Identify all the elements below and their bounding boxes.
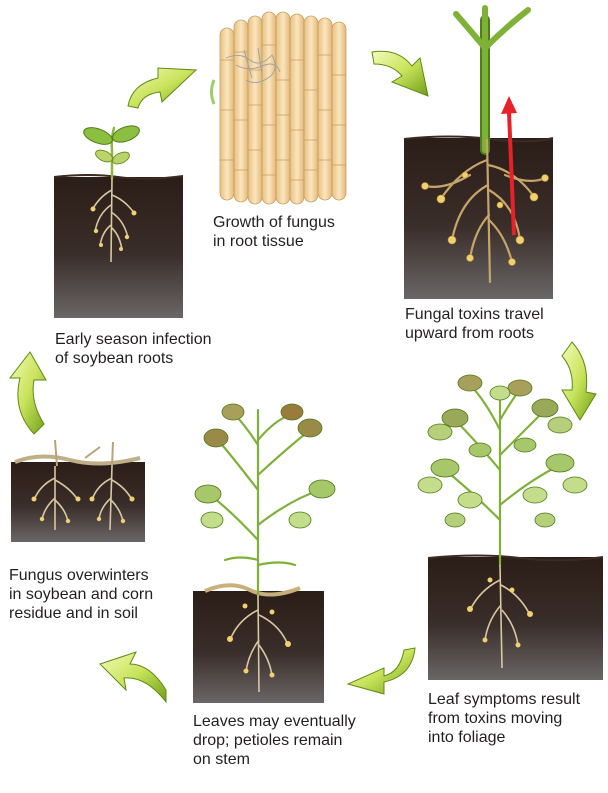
- cycle-arrow-icon: [561, 341, 597, 421]
- stem: [453, 5, 531, 155]
- cycle-arrow-icon: [371, 50, 429, 97]
- stage-leaves-drop-illustration: [193, 403, 336, 703]
- cycle-arrow-icon: [346, 647, 416, 695]
- caption-leaf-symptoms: Leaf symptoms result from toxins moving …: [428, 691, 581, 746]
- caption-fungus-growth: Growth of fungus in root tissue: [213, 214, 335, 250]
- root-cells: [219, 11, 347, 205]
- soil-block: [54, 177, 183, 318]
- fungal-hyphae: [225, 47, 281, 83]
- root-nodules: [227, 603, 291, 678]
- stage-overwinter-illustration: [11, 439, 145, 542]
- seedling: [83, 125, 140, 180]
- root-nodules: [31, 496, 135, 524]
- soil-block: [11, 462, 145, 542]
- cycle-arrow-icon: [99, 651, 167, 704]
- soil-block: [404, 138, 553, 299]
- crop-residue: [14, 454, 141, 466]
- caption-toxins-travel: Fungal toxins travel upward from roots: [405, 306, 544, 342]
- leaves: [194, 403, 336, 529]
- cycle-arrow-icon: [127, 67, 198, 109]
- root-nodules: [90, 206, 137, 251]
- leaf-edge: [210, 79, 216, 105]
- stubble: [54, 439, 114, 467]
- toxin-arrow-icon: [501, 96, 517, 236]
- caption-leaves-drop: Leaves may eventually drop; petioles rem…: [193, 713, 356, 768]
- leaves: [417, 374, 588, 528]
- root-nodules: [467, 577, 533, 648]
- soil-block: [428, 557, 603, 680]
- stage-toxins-travel-illustration: [403, 5, 554, 299]
- caption-early-infection: Early season infection of soybean roots: [55, 331, 212, 367]
- caption-overwinter: Fungus overwinters in soybean and corn r…: [9, 567, 154, 622]
- stage-fungus-growth-illustration: [210, 11, 347, 205]
- stage-leaf-symptoms-illustration: [417, 374, 604, 680]
- cell-walls: [220, 44, 346, 181]
- stage-early-infection-illustration: [53, 125, 184, 318]
- cycle-arrow-icon: [8, 351, 47, 435]
- root-nodules: [421, 171, 549, 266]
- leaf-litter: [204, 583, 301, 597]
